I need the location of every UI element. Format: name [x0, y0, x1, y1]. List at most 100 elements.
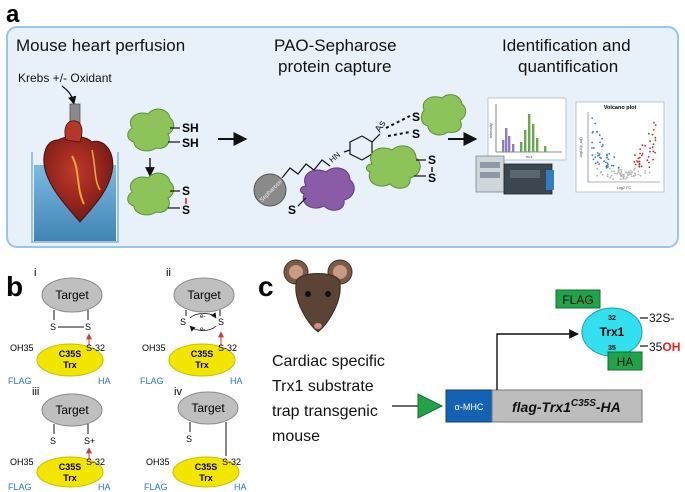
volcano-point-113 — [654, 124, 657, 126]
spectrum-peak-0 — [502, 140, 505, 152]
oxidized-protein: S S — [127, 172, 190, 217]
volcano-point-24 — [608, 152, 611, 155]
volcano-point-96 — [630, 173, 632, 176]
volcano-xlabel: Log2 FC — [617, 186, 632, 190]
volcano-point-62 — [639, 152, 641, 155]
spectrum-peak-6 — [528, 114, 531, 152]
spectrum-peak-4 — [520, 142, 523, 152]
perfusion-arrow — [61, 85, 77, 105]
s32-iii: S-32 — [86, 457, 105, 467]
disulfide-protein-2: S S — [365, 145, 436, 189]
trx-ellipse-iv — [172, 456, 240, 488]
promoter-label: α-MHC — [455, 402, 484, 412]
volcano-point-85 — [651, 133, 654, 136]
volcano-point-60 — [619, 172, 622, 175]
volcano-point-82 — [613, 170, 615, 173]
volcano-point-76 — [612, 178, 615, 181]
volcano-point-10 — [634, 172, 636, 175]
spectrum-peak-5 — [524, 130, 527, 152]
volcano-point-90 — [641, 152, 644, 155]
s-plus-iii: S+ — [84, 436, 95, 446]
electron-ii-1: e- — [200, 314, 205, 320]
volcano-point-109 — [591, 141, 594, 144]
roman-iv: iv — [174, 386, 182, 398]
volcano-point-148 — [591, 117, 594, 119]
volcano-point-111 — [634, 154, 636, 157]
bond-dash-2 — [387, 131, 411, 137]
mouse-illustration — [283, 259, 353, 333]
trx-ellipse-ii — [168, 343, 236, 377]
oh35-iii: OH35 — [10, 457, 34, 467]
flag-iii: FLAG — [8, 482, 32, 492]
expression-arrow — [496, 329, 579, 390]
flag-tag-box — [555, 289, 601, 309]
disulfide-s2: S — [182, 203, 190, 217]
volcano-plot-card: Volcano plot -log10(p_adj) Log2 FC — [575, 101, 665, 193]
volcano-point-146 — [597, 154, 599, 157]
volcano-ylabel: -log10(p_adj) — [579, 137, 583, 158]
target-ellipse-ii — [173, 277, 235, 313]
volcano-point-97 — [600, 157, 602, 160]
mouse-text-line1: Cardiac specific — [272, 353, 385, 370]
volcano-point-28 — [604, 161, 607, 164]
construct-label: flag-Trx1C35S-HA — [512, 398, 621, 415]
spectrum-peak-7 — [532, 124, 535, 152]
volcano-point-72 — [644, 170, 646, 172]
heart-bath-illustration — [31, 103, 119, 243]
spectrum-peak-3 — [512, 144, 515, 152]
volcano-point-20 — [652, 158, 654, 161]
s-ii-1: S — [180, 317, 186, 327]
volcano-point-122 — [596, 161, 599, 164]
volcano-point-27 — [592, 158, 595, 161]
volcano-point-95 — [638, 160, 641, 163]
volcano-point-30 — [591, 154, 594, 157]
s-iv-1: S — [186, 434, 192, 444]
volcano-point-106 — [627, 173, 630, 176]
volcano-point-130 — [620, 174, 623, 177]
ha-iii: HA — [98, 482, 111, 492]
label-32s: 32S- — [649, 311, 674, 325]
spectrum-xlabel: m/z — [526, 154, 532, 159]
linker-chain — [281, 159, 331, 179]
volcano-point-65 — [654, 139, 657, 142]
volcano-point-105 — [610, 170, 613, 173]
volcano-point-102 — [613, 156, 616, 159]
target-label-i: Target — [55, 288, 89, 302]
volcano-point-13 — [640, 165, 643, 168]
volcano-point-25 — [653, 121, 655, 124]
volcano-point-116 — [631, 171, 634, 174]
flag-i: FLAG — [8, 376, 32, 386]
volcano-point-145 — [628, 171, 631, 174]
volcano-point-67 — [624, 177, 627, 180]
flag-tag-label: FLAG — [562, 293, 593, 307]
volcano-point-78 — [648, 171, 651, 174]
sepharose-bead — [253, 173, 287, 207]
volcano-point-137 — [622, 175, 625, 178]
label-35-num: 35 — [649, 340, 663, 354]
volcano-point-98 — [639, 148, 642, 151]
disulfide2-s1: S — [428, 153, 436, 167]
target-ellipse-i — [41, 277, 103, 313]
mouse-text-line4: mouse — [272, 428, 320, 445]
aorta — [64, 120, 83, 143]
volcano-point-138 — [592, 130, 594, 133]
target-label-iv: Target — [191, 401, 225, 415]
volcano-point-135 — [609, 176, 612, 179]
volcano-point-49 — [614, 172, 616, 175]
volcano-point-147 — [596, 152, 599, 154]
spectrum-peak-2 — [508, 136, 511, 152]
volcano-point-36 — [633, 161, 636, 163]
pao-sepharose-structure: Sepharose HN As S S — [253, 110, 420, 207]
volcano-point-9 — [603, 160, 605, 163]
volcano-point-18 — [619, 178, 622, 181]
mass-spectrum-card: Intensity m/z — [487, 97, 567, 161]
s-iii-1: S — [50, 436, 56, 446]
volcano-point-7 — [594, 122, 597, 125]
thiol-sh-top: SH — [182, 121, 199, 135]
spectrum-peaks — [502, 114, 547, 152]
volcano-point-81 — [593, 147, 595, 149]
transgene-box — [491, 389, 643, 423]
volcano-point-140 — [652, 128, 655, 131]
green-protein-icon-2 — [127, 172, 175, 216]
